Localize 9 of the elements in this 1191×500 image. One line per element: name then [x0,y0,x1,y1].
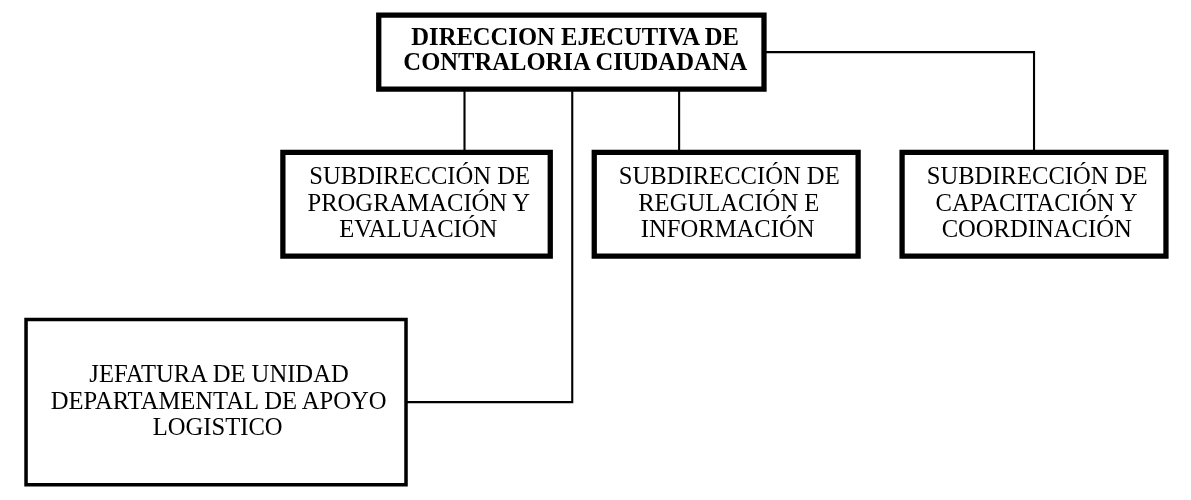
connector [763,51,1035,152]
connector [462,89,466,153]
node-box: SUBDIRECCIÓN DE CAPACITACIÓN Y COORDINACIÓN [898,149,1169,259]
node-box: JEFATURA DE UNIDAD DEPARTAMENTAL DE APOYO LOGISTICO [23,317,408,487]
node-box: SUBDIRECCIÓN DE PROGRAMACIÓN Y EVALUACIÓN [279,149,553,259]
connector [677,89,680,153]
node-box: DIRECCION EJECUTIVA DE CONTRALORIA CIUDADANA [375,12,767,92]
node-box: SUBDIRECCIÓN DE REGULACIÓN E INFORMACIÓN [591,149,861,259]
connector [405,89,573,404]
